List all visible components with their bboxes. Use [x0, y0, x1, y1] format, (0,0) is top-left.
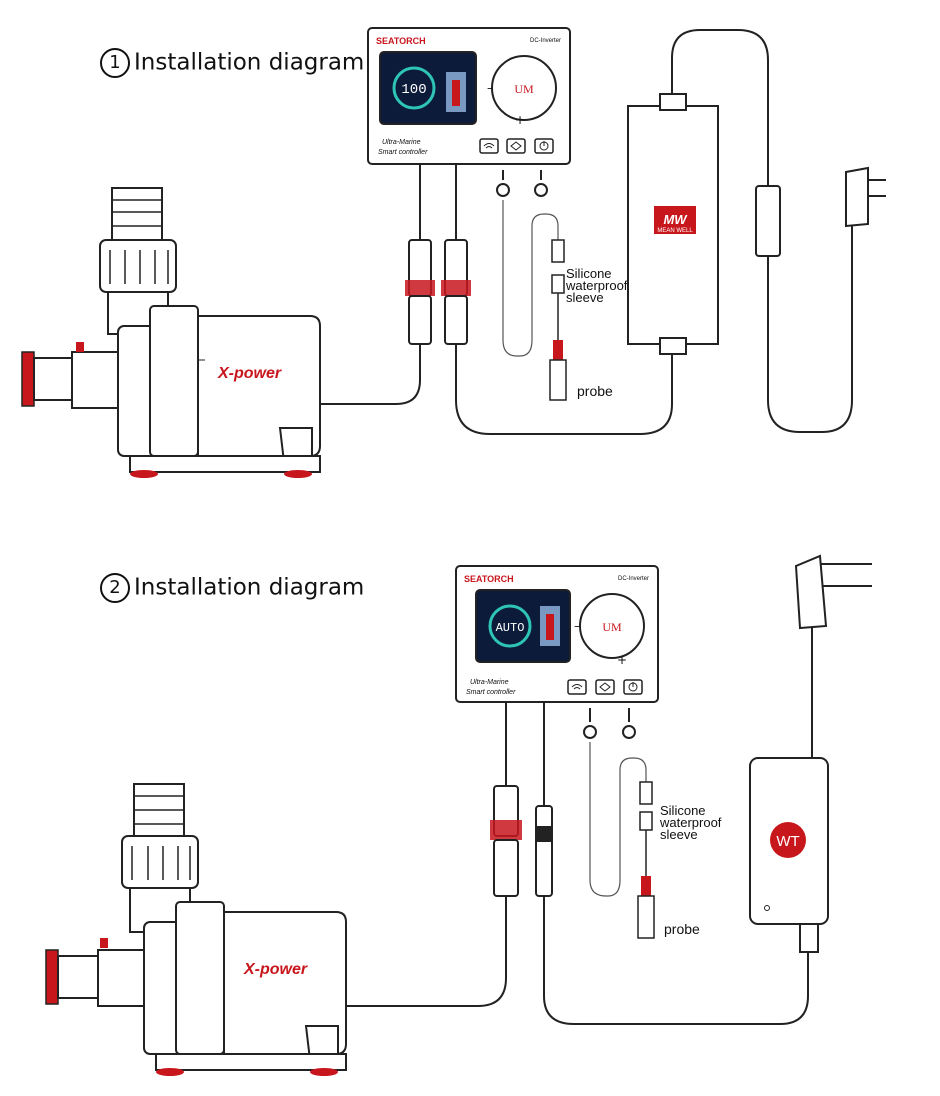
diagram-1-probe-label: probe	[577, 383, 613, 399]
diagram-2-sleeve-label-1: Silicone	[660, 803, 706, 818]
power-supply-1-brand: MW	[663, 212, 688, 227]
controller-1-connectors: Silicone waterproof sleeve probe	[405, 164, 673, 435]
svg-text:+: +	[515, 113, 525, 127]
controller-1-caption-1: Ultra-Marine	[382, 139, 421, 146]
controller-1-model: DC-Inverter	[530, 38, 561, 44]
controller-2-connectors: Silicone waterproof sleeve probe	[490, 702, 809, 1025]
svg-text:–: –	[487, 81, 493, 95]
diagram-2-sleeve-label-2: waterproof	[659, 815, 722, 830]
diagram-1-sleeve-label-3: sleeve	[566, 290, 604, 305]
power-supply-1: MW MEAN WELL	[627, 29, 886, 433]
controller-2-screen-value: AUTO	[496, 621, 525, 635]
controller-2-knob-label: UM	[602, 620, 622, 634]
pump-1: X-power	[21, 187, 421, 478]
diagram-2-sleeve-label-3: sleeve	[660, 827, 698, 842]
diagram-2-number: 2	[100, 573, 130, 603]
svg-text:–: –	[574, 619, 580, 633]
diagram-1-sleeve-label-1: Silicone	[566, 266, 612, 281]
pump-2: X-power	[45, 783, 507, 1076]
controller-2-model: DC-Inverter	[618, 576, 649, 582]
controller-2-caption-1: Ultra-Marine	[470, 679, 509, 686]
controller-1-caption-2: Smart controller	[378, 149, 428, 156]
controller-2-brand: SEATORCH	[464, 574, 514, 584]
controller-1-knob-label: UM	[514, 82, 534, 96]
controller-1-mode-button[interactable]	[506, 138, 526, 154]
controller-2-knob[interactable]	[579, 593, 645, 659]
controller-2-caption-2: Smart controller	[466, 689, 516, 696]
power-supply-2-brand: WT	[776, 833, 799, 850]
pump-1-label: X-power	[217, 365, 282, 382]
diagram-1: X-power SEATORCH DC-Inverter 100 UM – + …	[21, 27, 886, 478]
diagram-2-probe-label: probe	[664, 921, 700, 937]
pump-2-label: X-power	[243, 961, 308, 978]
controller-1: SEATORCH DC-Inverter 100 UM – + Ultra-Ma…	[367, 27, 571, 165]
controller-1-brand: SEATORCH	[376, 36, 426, 46]
diagram-2: X-power SEATORCH DC-Inverter AUTO UM – +…	[45, 554, 872, 1076]
controller-2: SEATORCH DC-Inverter AUTO UM – + Ultra-M…	[455, 565, 659, 703]
diagram-1-sleeve-label-2: waterproof	[565, 278, 628, 293]
diagram-1-number: 1	[100, 48, 130, 78]
diagram-1-title: Installation diagram	[134, 49, 365, 76]
svg-text:+: +	[617, 653, 627, 667]
diagram-2-title: Installation diagram	[134, 574, 365, 601]
power-supply-2: WT	[749, 554, 872, 953]
controller-1-screen-value: 100	[401, 82, 426, 98]
controller-2-mode-button[interactable]	[595, 679, 615, 695]
controller-1-knob[interactable]	[491, 55, 557, 121]
power-supply-1-sub: MEAN WELL	[657, 228, 693, 234]
